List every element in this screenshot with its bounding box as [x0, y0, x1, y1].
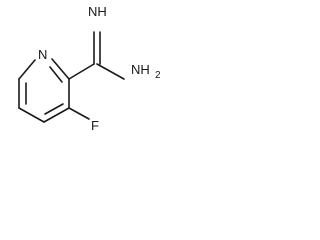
bond-c4-c3 [43, 107, 70, 123]
bond-c5-c4 [18, 107, 45, 123]
ring-nitrogen-label: N [38, 47, 47, 62]
fluorine-label: F [91, 118, 99, 133]
bond-c4-c3-inner [44, 103, 64, 115]
imine-nitrogen-label: NH [88, 4, 107, 19]
bond-c2-n1-inner [49, 66, 63, 83]
bond-n1-c6 [18, 59, 36, 80]
bond-c3-fluorine [68, 107, 90, 120]
bond-c2-n1 [51, 58, 70, 80]
amine-subscript-label: 2 [155, 70, 161, 81]
chemical-structure-diagram: N NH NH 2 F [18, 4, 161, 133]
bond-amidine-amine [96, 63, 125, 80]
amine-nitrogen-label: NH [131, 62, 150, 77]
bond-c2-amidine-carbon [68, 63, 95, 80]
